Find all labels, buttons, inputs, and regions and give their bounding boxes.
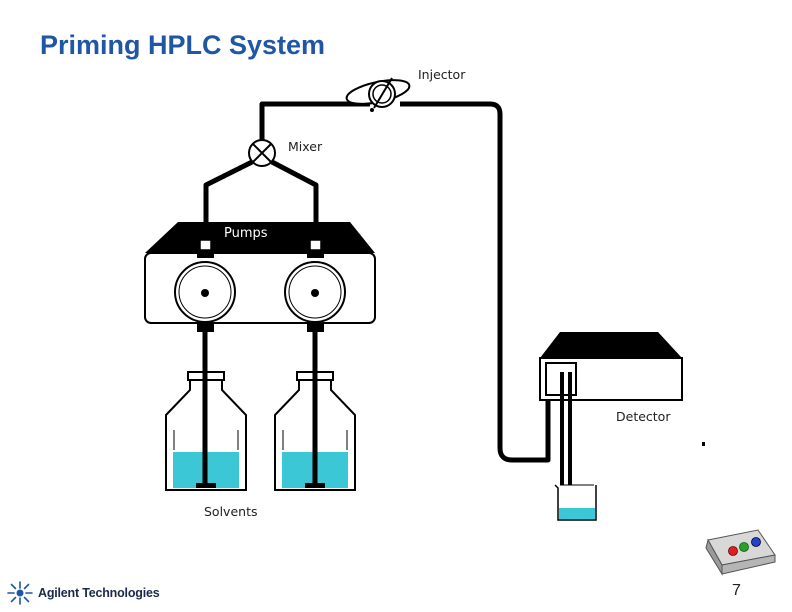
pump-unit [144,222,376,332]
tubing-mixer-to-injector [259,101,370,143]
injector-label: Injector [418,67,466,82]
page-number: 7 [732,582,741,599]
slide-title: Priming HPLC System [40,30,326,60]
waste-beaker [554,484,597,521]
mixer-label: Mixer [288,139,323,154]
solvent-bottle-1 [165,332,247,491]
detector-label: Detector [616,409,671,424]
pump-head-2 [284,239,346,332]
nav-controller-icon[interactable] [705,529,776,576]
injector-valve [345,77,411,112]
detector-unit [539,332,705,515]
brand-name: Agilent Technologies [38,586,160,600]
tubing-pump2-to-mixer [270,159,319,222]
tubing-pump1-to-mixer [203,159,254,222]
mixer-valve [248,139,276,167]
footer-brand: Agilent Technologies [6,580,160,606]
solvent-bottle-2 [274,332,356,491]
agilent-spark-icon [7,581,33,605]
tubing-injector-to-detector [400,101,551,463]
pumps-label: Pumps [224,226,268,241]
solvents-label: Solvents [204,504,258,519]
pump-head-1 [174,239,236,332]
